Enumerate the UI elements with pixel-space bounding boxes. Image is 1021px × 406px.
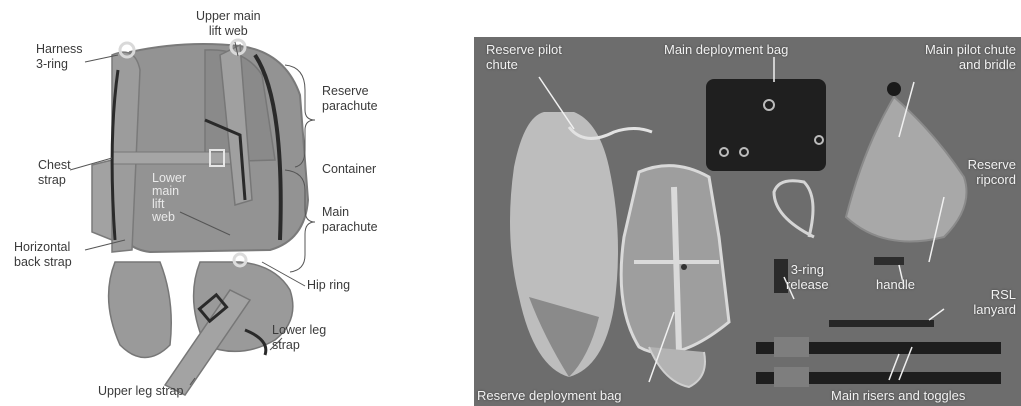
label-main-deployment-bag: Main deployment bag (664, 42, 788, 57)
label-chest-strap: Chest strap (38, 158, 71, 188)
label-reserve-deployment-bag: Reserve deployment bag (477, 388, 622, 403)
label-3-ring-release: 3-ring release (786, 262, 829, 292)
left-leg-strap (109, 262, 172, 358)
label-reserve-pilot-chute: Reserve pilot chute (486, 42, 562, 72)
label-lower-main-lift-web: Lower main lift web (152, 172, 186, 224)
label-container: Container (322, 162, 376, 177)
label-main-risers-and-toggles: Main risers and toggles (831, 388, 965, 403)
main-deployment-bag-shape (706, 79, 826, 171)
label-rsl-lanyard: RSL lanyard (964, 287, 1016, 317)
harness-container-diagram: Harness 3-ring Upper main lift web Reser… (0, 0, 450, 406)
left-side-panel (92, 160, 112, 240)
label-horizontal-back-strap: Horizontal back strap (14, 240, 72, 270)
components-photo-illustration (474, 37, 1021, 406)
rsl-lanyard-shape (829, 320, 934, 327)
label-upper-main-lift-web: Upper main lift web (196, 9, 261, 39)
label-main-parachute: Main parachute (322, 205, 378, 235)
components-photo: Reserve pilot chute Main deployment bag … (474, 37, 1021, 406)
label-hip-ring: Hip ring (307, 278, 350, 293)
label-upper-leg-strap: Upper leg strap (98, 384, 183, 399)
chest-strap (112, 152, 232, 164)
label-reserve-parachute: Reserve parachute (322, 84, 378, 114)
label-harness-3-ring: Harness 3-ring (36, 42, 83, 72)
label-reserve-ripcord: Reserve ripcord (944, 157, 1016, 187)
label-handle: handle (876, 277, 915, 292)
label-main-pilot-chute-and-bridle: Main pilot chute and bridle (884, 42, 1016, 72)
label-lower-leg-strap: Lower leg strap (272, 323, 326, 353)
